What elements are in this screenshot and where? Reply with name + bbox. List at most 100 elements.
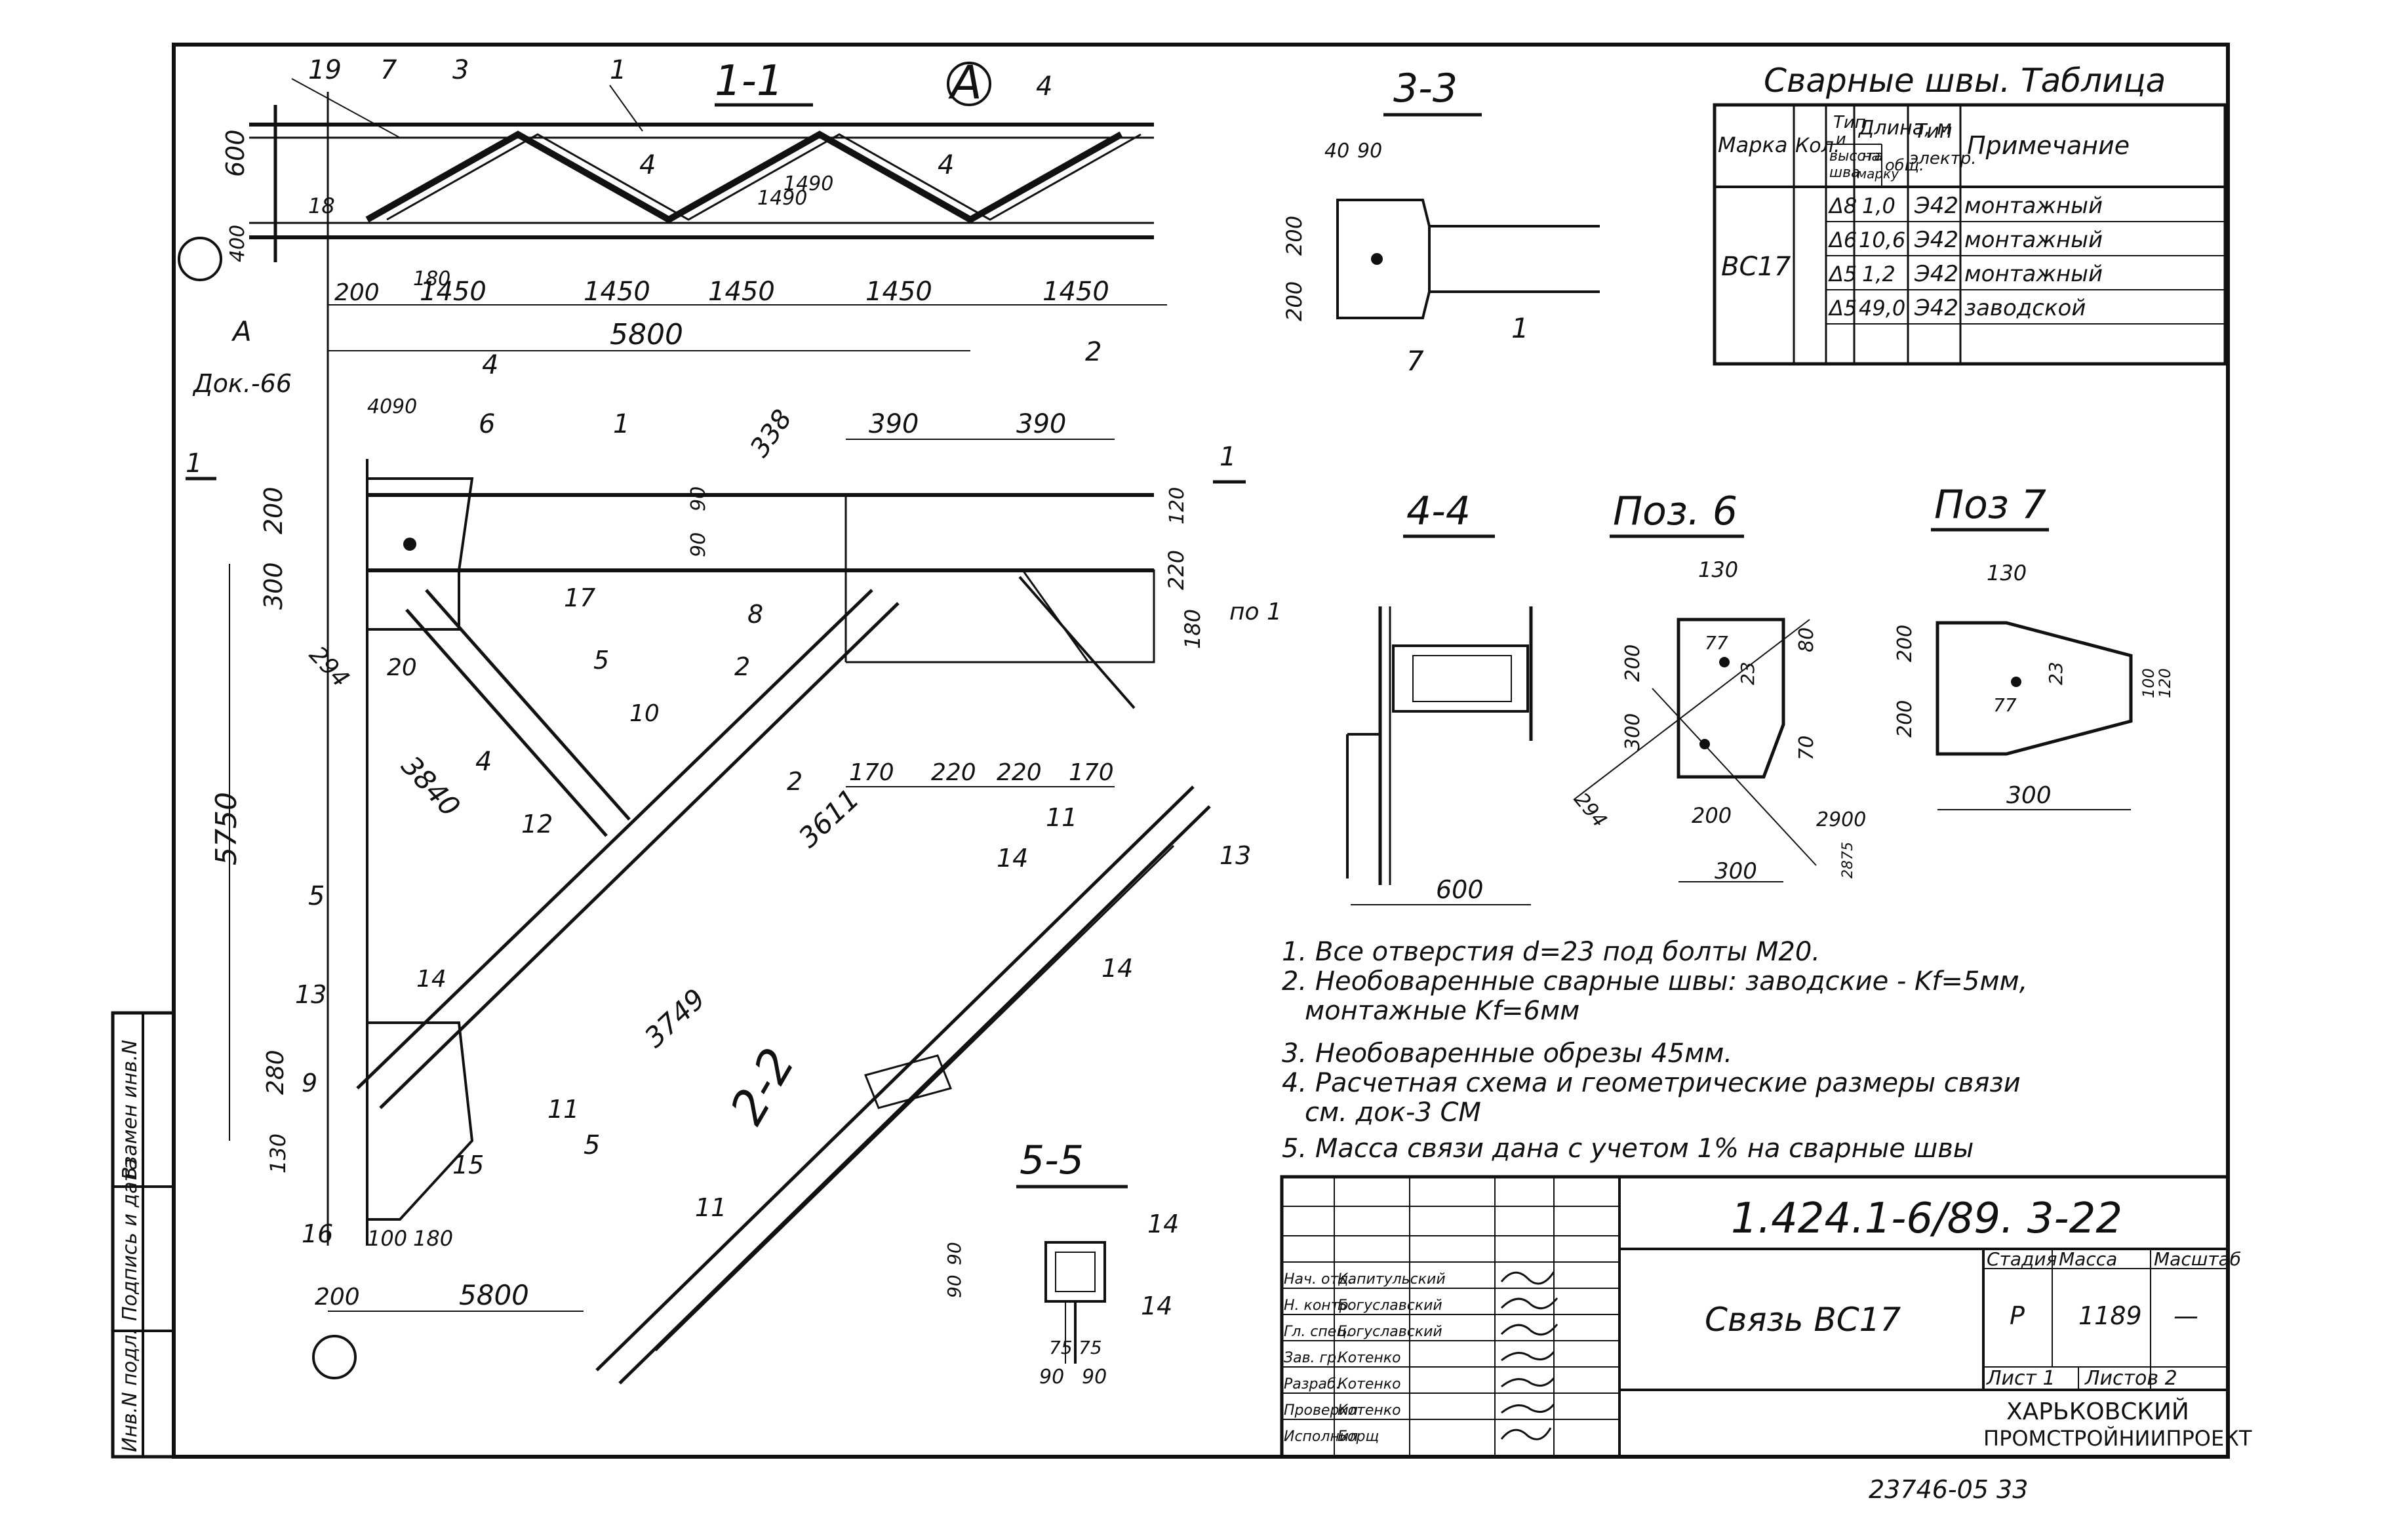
top-view: 1-1 А 600 400 200 1450 1450 1450 1450 14… — [178, 55, 1167, 1246]
dim-label: 220 — [1164, 550, 1189, 590]
callout: 8 — [747, 600, 763, 629]
sig-name: Котенко — [1338, 1402, 1401, 1419]
dim-label: 200 — [1894, 625, 1916, 662]
scale-value: — — [2174, 1301, 2198, 1330]
mass-label: Масса — [2059, 1248, 2117, 1270]
cell-type: Δ8 — [1827, 193, 1857, 218]
callout: 13 — [295, 980, 327, 1009]
cut-mark: 5 — [308, 881, 325, 911]
dim-label: 130 — [266, 1134, 290, 1174]
sig-name: Богуславский — [1338, 1324, 1442, 1340]
section-3-3: 3-3 40 90 200 200 7 1 — [1282, 66, 1600, 377]
stage-label: Стадия — [1987, 1248, 2057, 1270]
sig-name: Котенко — [1338, 1376, 1401, 1392]
callout: 2 — [787, 767, 803, 796]
th-electrode: Тип — [1915, 120, 1952, 143]
note-line: 3. Необоваренные обрезы 45мм. — [1282, 1038, 1732, 1069]
dim-label: 200 — [1894, 700, 1916, 738]
dim-total: 5800 — [610, 318, 683, 351]
cell-note: заводской — [1964, 295, 2086, 321]
cut-mark: 1 — [186, 448, 202, 479]
sig-name: Богуславский — [1338, 1297, 1442, 1314]
sig-role: Н. контр. — [1284, 1297, 1353, 1314]
dim-label: 294 — [304, 641, 354, 692]
callout: 6 — [479, 409, 495, 439]
dim-label: 90 — [392, 395, 417, 418]
note-line: 2. Необоваренные сварные швы: заводские … — [1282, 966, 2027, 997]
dim-label: 220 — [997, 759, 1042, 786]
cell-length: 1,0 — [1862, 193, 1896, 218]
dim-label: 130 — [1698, 557, 1738, 582]
cell-electrode: Э42 — [1914, 295, 1958, 321]
callout: 180 — [413, 267, 450, 290]
dim-label: 90 — [1039, 1366, 1064, 1389]
callout: 4 — [639, 150, 656, 180]
sheet-border — [172, 43, 2230, 1459]
main-view: 200 300 5750 280 130 40 90 390 390 338 3… — [186, 337, 1282, 1379]
cut-mark: 4 — [482, 350, 498, 380]
section-title-1-1: 1-1 — [715, 57, 784, 106]
poz-6: Поз. 6 130 80 200 300 77 23 70 294 200 3… — [1570, 488, 1866, 884]
cell-length: 10,6 — [1859, 227, 1905, 252]
dim-label: 200 — [1692, 803, 1732, 828]
poz-7: Поз 7 130 200 200 77 23 100 120 300 — [1894, 482, 2174, 810]
dim-label: 5750 — [210, 792, 243, 865]
th-type: шва — [1829, 165, 1860, 181]
callout: 15 — [452, 1151, 484, 1179]
mass-value: 1189 — [2078, 1301, 2142, 1330]
dim-label: 90 — [1357, 140, 1382, 163]
section-4-4: 4-4 600 — [1346, 488, 1533, 905]
dim-label: 120 — [2156, 668, 2174, 698]
sig-role: Нач. отд. — [1284, 1271, 1353, 1288]
dim-label: 90 — [1082, 1366, 1107, 1389]
section-5-5: 5-5 14 14 90 90 75 75 90 90 — [943, 1137, 1179, 1389]
callout: 4 — [1036, 71, 1052, 102]
sheet-no: Лист 1 — [1986, 1367, 2055, 1390]
callout: 16 — [302, 1219, 333, 1248]
dim-label: 1450 — [1042, 277, 1109, 307]
dim-label: 75 — [1079, 1337, 1102, 1358]
callout: 19 — [308, 55, 342, 85]
cell-note: монтажный — [1964, 227, 2103, 253]
side-stamp-label: Взамен инв.N — [119, 1040, 142, 1180]
cut-mark: 2 — [1085, 337, 1102, 367]
dim-label: 200 — [315, 1284, 360, 1311]
callout: 11 — [1046, 803, 1077, 832]
th-note: Примечание — [1967, 131, 2130, 160]
archive-number: 23746-05 33 — [1869, 1475, 2028, 1504]
dim-label: 180 — [413, 1226, 453, 1251]
note-line: 1. Все отверстия d=23 под болты М20. — [1282, 937, 1820, 967]
dim-label: 2875 — [1840, 842, 1856, 879]
org-line2: ПРОМСТРОЙНИИПРОЕКТ — [1983, 1426, 2252, 1451]
weld-table-title: Сварные швы. Таблица — [1764, 62, 2166, 100]
side-stamp-label: Подпись и дата — [119, 1158, 142, 1322]
callout: 12 — [521, 810, 553, 839]
org-line1: ХАРЬКОВСКИЙ — [2006, 1398, 2189, 1425]
dim-label: 130 — [1987, 561, 2027, 585]
callout: 11 — [695, 1193, 726, 1222]
axis-label-a-small: А — [231, 315, 252, 347]
dim-label: 300 — [1621, 713, 1644, 751]
cell-note: монтажный — [1964, 261, 2103, 287]
signature-marks — [1500, 1271, 1558, 1440]
callout: 10 — [629, 700, 660, 727]
side-stamp-label: Инв.N подл. — [119, 1328, 142, 1452]
cell-type: Δ5 — [1827, 262, 1857, 286]
callout: 2 — [734, 652, 750, 681]
callout: 1490 — [784, 172, 833, 195]
dim-label: 220 — [931, 759, 976, 786]
dim-label: 600 — [1436, 875, 1484, 904]
dim-label: 200 — [1282, 216, 1307, 256]
notes: 1. Все отверстия d=23 под болты М20. 2. … — [1282, 937, 2027, 1164]
callout: 14 — [1102, 954, 1133, 983]
callout: 7 — [1406, 345, 1424, 377]
dim-label: 90 — [687, 486, 710, 511]
cell-electrode: Э42 — [1914, 261, 1958, 287]
dim-label: 40 — [1324, 140, 1349, 163]
dim-label: 90 — [943, 1242, 965, 1265]
ref-label: Док.-66 — [192, 369, 292, 398]
sig-name: Капитульский — [1338, 1271, 1446, 1288]
th-total: общ. — [1885, 156, 1924, 174]
callout: 14 — [997, 844, 1028, 873]
scale-label: Масштаб — [2154, 1248, 2241, 1270]
